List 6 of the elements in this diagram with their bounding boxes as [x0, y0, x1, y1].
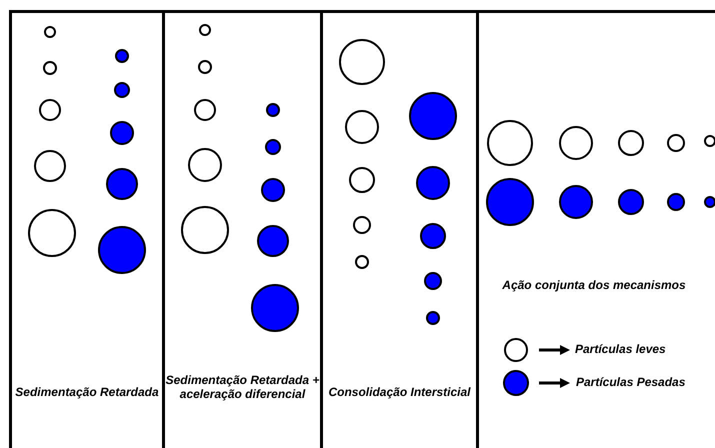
panel-caption: Consolidação Intersticial [327, 385, 472, 399]
panel-caption: Sedimentação Retardada + aceleração diferencial [165, 373, 320, 401]
panel-caption: Ação conjunta dos mecanismos [501, 278, 687, 292]
panel-caption: Sedimentação Retardada [14, 385, 160, 399]
legend-text: Partículas leves [575, 342, 666, 356]
legend-text: Partículas Pesadas [576, 375, 686, 389]
